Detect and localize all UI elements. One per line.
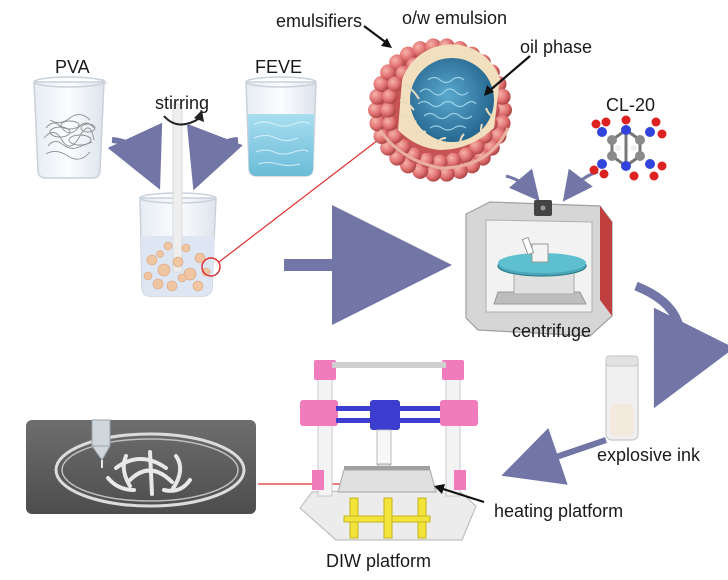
heating-platform-pointer <box>439 486 485 504</box>
mixing-beaker <box>139 103 221 297</box>
heating-platform-pointer-head <box>434 484 445 494</box>
arrow-feve-to-mix <box>186 123 243 191</box>
label-stirring: stirring <box>155 93 210 113</box>
feve-beaker <box>245 76 317 177</box>
label-oil-phase: oil phase <box>520 37 593 57</box>
emulsifier-bead <box>369 88 386 105</box>
emulsifier-bead <box>369 115 386 132</box>
emulsifier-bead <box>494 115 511 132</box>
label-explosive-ink: explosive ink <box>597 445 701 465</box>
emulsifier-bead <box>438 165 455 182</box>
label-pva: PVA <box>55 57 90 77</box>
label-heating-platform: heating platform <box>494 501 624 521</box>
label-diw-platform: DIW platform <box>326 551 432 571</box>
oil-phase-pointer-head <box>484 85 494 96</box>
label-ow-emulsion: o/w emulsion <box>402 8 508 28</box>
emulsifier-bead <box>382 89 398 104</box>
emulsifier-pointer-head <box>381 38 392 48</box>
printed-pattern-inset <box>26 419 256 514</box>
callout-line-emulsion <box>218 139 379 263</box>
emulsifier-bead <box>458 147 474 163</box>
emulsifier-bead <box>373 76 390 92</box>
emulsifier-bead <box>382 116 398 131</box>
cl20-molecule <box>589 115 667 181</box>
arrow-ink-to-diw <box>501 427 607 485</box>
arrow-cl20-to-centrifuge <box>562 168 599 202</box>
label-feve: FEVE <box>255 57 303 77</box>
emulsifier-bead <box>387 128 403 144</box>
emulsifier-bead <box>469 139 485 155</box>
pva-beaker <box>33 76 107 179</box>
stirring-arrow <box>163 115 201 126</box>
arrow-pva-to-mix <box>107 122 163 190</box>
emulsifier-bead <box>380 102 396 118</box>
label-emulsifiers: emulsifiers <box>276 11 363 31</box>
emulsifier-bead <box>494 88 511 105</box>
emulsifier-bead <box>496 102 512 118</box>
explosive-ink-vial <box>605 355 639 441</box>
emulsifier-bead <box>446 152 461 168</box>
oil-phase-pointer <box>487 55 531 93</box>
arrow-emulsion-to-centrifuge <box>505 168 540 202</box>
stirring-arrowhead <box>194 110 204 122</box>
emulsifier-bead <box>373 128 390 144</box>
emulsifier-bead <box>368 102 384 118</box>
arrow-centrifuge-to-ink <box>634 281 728 409</box>
ow-emulsion-droplet <box>368 38 512 182</box>
emulsifier-pointer <box>363 25 389 45</box>
centrifuge <box>465 200 613 337</box>
emulsifier-bead <box>425 165 442 182</box>
label-cl20: CL-20 <box>606 95 656 115</box>
label-centrifuge: centrifuge <box>512 321 592 341</box>
diw-printer <box>299 360 478 541</box>
emulsifier-bead <box>387 76 403 92</box>
